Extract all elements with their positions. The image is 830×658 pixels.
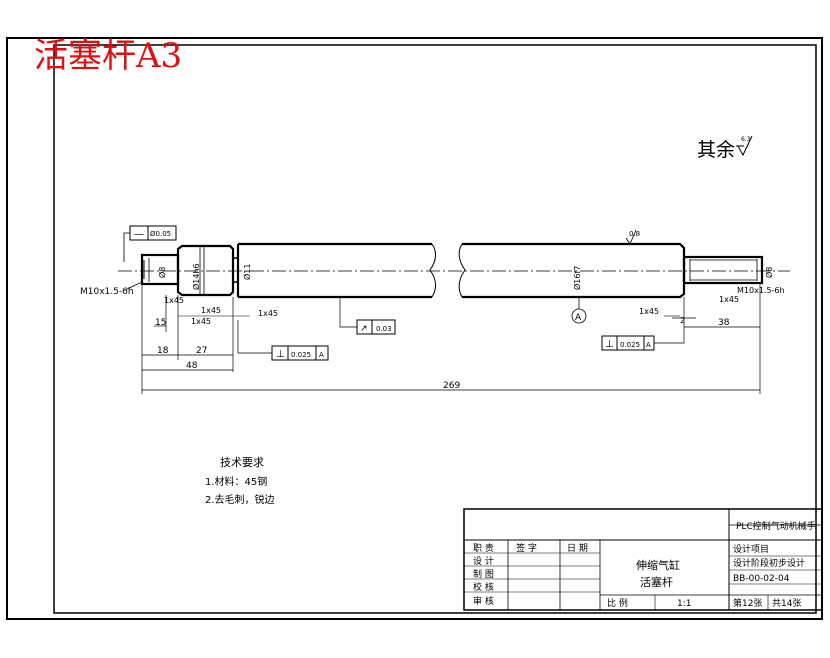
svg-text:⊥: ⊥ <box>605 339 614 350</box>
title-part-name-1: 伸缩气缸 <box>636 558 680 572</box>
surface-roughness-icon <box>625 229 637 245</box>
title-role-1: 设 计 <box>473 555 494 567</box>
title-sheet-no: 第12张 <box>733 597 762 609</box>
dim-thread-left: M10x1.5-6h <box>80 287 134 297</box>
svg-text:Ø0.05: Ø0.05 <box>150 230 171 238</box>
title-drawing-no: BB-00-02-04 <box>733 574 790 584</box>
tech-req-heading: 技术要求 <box>220 456 264 469</box>
dim-len-2: 2 <box>680 316 685 325</box>
svg-text:—: — <box>134 229 144 240</box>
dim-chamfer-4: 1x45 <box>258 309 278 318</box>
dim-dia-right: Ø8 <box>764 267 774 278</box>
break-line-left <box>429 243 436 298</box>
title-role-3: 校 核 <box>473 581 494 593</box>
svg-text:↗: ↗ <box>360 324 368 334</box>
title-project-label: 设计项目 <box>733 543 769 555</box>
svg-text:⊥: ⊥ <box>276 349 285 360</box>
title-sheet-total: 共14张 <box>772 598 801 609</box>
title-date-header: 日 期 <box>567 543 588 554</box>
dim-dia-collar: Ø11 <box>242 264 252 280</box>
svg-text:A: A <box>575 313 582 323</box>
title-company: PLC控制气动机械手 <box>736 520 816 532</box>
title-scale-value: 1:1 <box>677 599 691 609</box>
title-block <box>463 508 823 611</box>
dim-len-27: 27 <box>196 346 207 356</box>
tech-req-item-1: 1.材料：45钢 <box>205 475 267 488</box>
break-line-right <box>458 243 466 298</box>
title-role-4: 审 核 <box>473 595 494 607</box>
dim-len-269: 269 <box>443 381 460 391</box>
dim-chamfer-5: 1x45 <box>639 307 659 316</box>
dim-dia-main: Ø16f7 <box>572 266 582 290</box>
runout-tolerance: ↗ 0.03 <box>339 297 396 335</box>
dim-len-18: 18 <box>157 346 169 356</box>
outer-border <box>6 37 823 620</box>
inner-border <box>53 44 817 614</box>
straightness-tolerance: — Ø0.05 <box>123 225 177 262</box>
perpendicularity-right: ⊥ 0.025 A <box>601 330 685 351</box>
title-sign-header: 签 字 <box>516 542 537 554</box>
thread-right-body <box>682 255 764 285</box>
svg-text:0.03: 0.03 <box>376 325 392 333</box>
svg-text:0.025: 0.025 <box>620 341 640 349</box>
svg-text:A: A <box>319 351 324 359</box>
dim-chamfer-6: 1x45 <box>719 295 739 304</box>
dim-chamfer-3: 1x45 <box>191 317 211 326</box>
roughness-note-label: 其余 <box>697 139 735 161</box>
dim-dia-left-shaft: Ø14h6 <box>191 263 201 290</box>
dim-len-38: 38 <box>718 318 730 328</box>
surface-roughness-value: 0.8 <box>629 230 640 238</box>
dim-len-48: 48 <box>186 361 198 371</box>
title-role-2: 制 图 <box>473 568 494 580</box>
title-role-0: 职 责 <box>473 542 494 554</box>
shaft-shoulder-left <box>176 244 235 297</box>
datum-a: A <box>571 297 587 324</box>
dim-thread-right: M10x1.5-6h <box>737 286 785 295</box>
roughness-note-value: 6.3 <box>741 136 751 143</box>
title-stage-label: 设计阶段初步设计 <box>733 557 805 569</box>
dim-dia-left-small: Ø8 <box>157 267 167 278</box>
dim-len-15: 15 <box>155 318 166 328</box>
roughness-symbol-icon <box>736 135 753 157</box>
title-part-name-2: 活塞杆 <box>640 575 673 589</box>
dim-chamfer-2: 1x45 <box>201 306 221 315</box>
svg-text:A: A <box>646 341 651 349</box>
main-body-left <box>236 242 432 299</box>
dim-chamfer-1: 1x45 <box>164 296 184 305</box>
svg-text:0.025: 0.025 <box>291 351 311 359</box>
perpendicularity-left: ⊥ 0.025 A <box>237 320 329 361</box>
sheet-title: 活塞杆A3 <box>34 36 183 76</box>
title-scale-label: 比 例 <box>607 597 628 609</box>
tech-req-item-2: 2.去毛刺，锐边 <box>205 493 275 506</box>
